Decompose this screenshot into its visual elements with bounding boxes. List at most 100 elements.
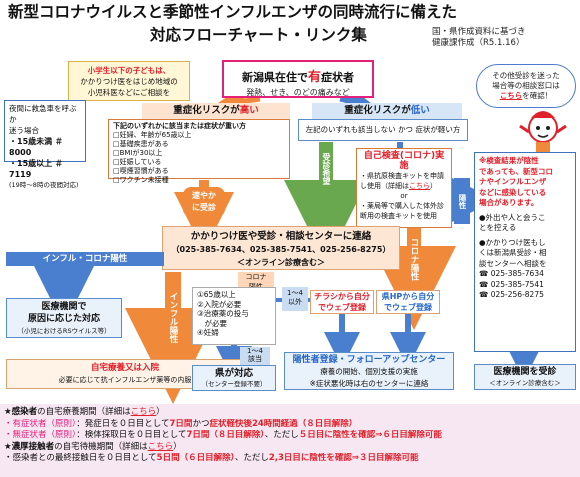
infected-details-link[interactable]: こちら [130, 407, 157, 417]
web-registration-line-2: でウェブ登録 [384, 303, 432, 312]
close-contact-condition: 2,3日目に陰性を確認⇒３日目解除可能 [268, 453, 419, 463]
phone-number: ☎ 025-385-7541 [479, 279, 544, 289]
symptomatic-and: かつ [192, 418, 210, 429]
prefecture-handles-note: （センター登録不要） [201, 380, 267, 388]
covid-positive-vertical-label: コロナ陽性 [409, 237, 419, 281]
flu-covid-positive-bar: インフル・コロナ陽性 [6, 252, 164, 266]
self-test-kit-link[interactable]: こちら [409, 182, 430, 190]
low-risk-header-b: 低い [410, 105, 430, 116]
emergency-hours: (19時～8時の夜間対応) [9, 181, 79, 189]
advice-line-4: くは新潟県受診・相 [479, 248, 547, 257]
not-applicable-line-2: 以外 [288, 298, 302, 306]
self-test-or: or [400, 192, 408, 200]
phone-number: ☎ 025-256-8275 [479, 290, 544, 299]
follow-up-line-1: 療養の開始、個別支援の実施 [320, 367, 418, 376]
follow-up-center-box: 陽性者登録・フォローアップセンター 療養の開始、個別支援の実施 ※症状悪化時は右… [284, 352, 454, 390]
isolation-period-section: ★感染者の自宅療養期間（詳細はこちら） ・有症状者（原則）：発症日を０日目として… [0, 404, 580, 477]
credit-line-2: 健康課作成（R5.1.16） [432, 38, 525, 48]
close-contact-text: の自宅待機期間（詳細は [54, 441, 148, 452]
close-contact-however: 、ただし [234, 453, 269, 463]
credit-line-1: 国・県作成資料に基づき [432, 27, 526, 37]
high-risk-item: □ワクチン未接種 [113, 176, 169, 184]
applicable-line-2: 該当 [248, 355, 262, 363]
close-contact-rule-text: ・感染者との最終接触日を０日目として [4, 453, 157, 463]
follow-up-heading: 陽性者登録・フォローアップセンター [292, 355, 446, 365]
asymptomatic-text: ：検体採取日を０日目として [76, 430, 187, 440]
close-contact-rule: ・感染者との最終接触日を０日目として5日間（６日目解除）、ただし2,3日目に陰性… [4, 453, 576, 465]
self-test-line-4: ・薬局等で購入した体外診 [360, 202, 444, 210]
priority-conditions-list: ①65歳以上 ②入院が必要 ③治療薬の投与 が必要 ④妊婦 [192, 287, 276, 345]
consult-phones: （025-385-7634、025-385-7541、025-256-8275） [171, 245, 391, 254]
infected-period-close: ） [156, 407, 165, 417]
advice-line-2: とを控える [479, 223, 517, 232]
visit-promptly-line-2: に受診 [192, 203, 216, 212]
self-test-line-2: し使用（詳細はこちら） [360, 181, 448, 191]
self-test-line-2-a: し使用（詳細は [360, 182, 409, 190]
children-note-line-3: 小児科医などにご相談を [87, 88, 171, 97]
self-test-heading: 自己検査(コロナ)実施 [363, 151, 445, 171]
emergency-over15: ・15歳以上 ＃7119 [9, 159, 63, 179]
applicable-tag: 1～4 該当 [240, 347, 270, 365]
children-note-line-1: 小学生以下の子どもは、 [87, 66, 171, 75]
start-box-heading-c: 症状者 [321, 71, 354, 84]
visit-promptly-line-1: 速やか [192, 191, 216, 200]
infected-period-heading: ★感染者の自宅療養期間（詳細はこちら） [4, 407, 576, 419]
asymptomatic-days: 7日間（８日目解除） [186, 430, 265, 440]
symptomatic-start-box: 新潟県在住で有症状者 発熱、せき、のどの痛みなど [222, 60, 374, 98]
high-risk-header-a: 重症化リスクが [173, 105, 240, 116]
flyer-registration-line-2: でウェブ登録 [318, 303, 366, 312]
low-risk-criteria: 左記のいずれも該当しない かつ 症状が軽い方 [298, 119, 468, 141]
low-risk-header-a: 重症化リスクが [344, 105, 411, 116]
negative-warning-1: ※検査結果が陰性 [479, 156, 539, 165]
asymptomatic-condition: ５日目に陰性を確認⇒６日目解除可能 [298, 430, 442, 440]
negative-warning-4: などに感染している [479, 187, 547, 197]
visit-wish-label: 受診希望 [322, 153, 331, 185]
advice-line-5: 談センターへ相談を [479, 258, 547, 268]
start-box-heading-a: 新潟県在住で [241, 71, 308, 84]
condition-item: ①65歳以上 [197, 290, 236, 299]
bubble-line-2: 場合等の相談窓口は [492, 81, 560, 90]
medical-institution-line-1: 医療機関で [41, 302, 87, 312]
high-risk-item: □喫煙習慣がある [113, 167, 169, 175]
negative-warning-3: ナやインフルエンザ [479, 177, 547, 186]
negative-label: 陽性 [454, 178, 470, 224]
home-care-note: 必要に応じて抗インフルエンザ薬等の内服 [58, 376, 192, 384]
prefecture-handles-box: 県が対応 （センター登録不要） [192, 365, 276, 391]
medical-institution-note: （小児におけるRSウイルス等） [17, 327, 111, 335]
symptomatic-label: ・有症状者（原則） [4, 418, 77, 429]
self-test-line-1: ・県抗原検査キットを申請 [360, 172, 444, 180]
start-box-heading-b: 有 [307, 70, 321, 85]
high-risk-item: □妊婦、年齢が65歳以上 [113, 131, 192, 139]
high-risk-item: □基礎疾患がある [113, 140, 169, 148]
negative-result-panel: ※検査結果が陰性 であっても、新型コロ ナやインフルエンザ などに感染している … [474, 152, 576, 352]
close-contact-details-link[interactable]: こちら [147, 441, 174, 452]
children-note: 小学生以下の子どもは、 かかりつけ医をはじめ地域の 小児科医などにご相談を [68, 61, 190, 101]
not-applicable-line-1: 1～4 [287, 289, 303, 297]
not-applicable-tag: 1～4 以外 [282, 287, 308, 311]
visit-promptly-label: 速やか に受診 [183, 187, 225, 217]
visit-medical-note: ＜オンライン診療含む＞ [489, 379, 561, 387]
infected-period-text: の自宅療養期間（詳細は [37, 407, 131, 417]
consult-online: ＜オンライン診療含む＞ [237, 258, 325, 267]
infected-label: ★感染者 [4, 407, 38, 417]
condition-item: ④妊婦 [197, 328, 219, 337]
emergency-line-1: 夜間に救急車を呼ぶか [9, 104, 77, 124]
home-care-heading: 自宅療養又は入院 [90, 363, 159, 373]
medical-institution-box: 医療機関で 原因に応じた対応 （小児におけるRSウイルス等） [6, 298, 122, 338]
web-registration-box: 県HPから自分 でウェブ登録 [376, 290, 440, 314]
close-contact-close: ） [173, 441, 182, 452]
medical-institution-line-2: 原因に応じた対応 [27, 314, 100, 324]
credit-note: 国・県作成資料に基づき 健康課作成（R5.1.16） [432, 27, 526, 49]
condition-item: ②入院が必要 [197, 299, 242, 309]
prefecture-handles-heading: 県が対応 [214, 368, 253, 379]
consult-window-link[interactable]: こちら [499, 91, 523, 100]
emergency-under15: ・15歳未満 ＃8000 [9, 137, 63, 157]
high-risk-lead: 下記のいずれかに該当または症状が重い方 [113, 122, 246, 130]
close-contact-label: ★濃厚接触者 [4, 441, 55, 452]
negative-warning-5: 場合があります。 [479, 198, 539, 207]
high-risk-header: 重症化リスクが高い [142, 103, 290, 119]
phone-number: ☎ 025-385-7634 [479, 269, 544, 278]
page-title: 新型コロナウイルスと季節性インフルエンザの同時流行に備えた [8, 3, 458, 21]
bubble-line-3-suffix: を確認！ [522, 91, 553, 100]
visit-medical-box: 医療機関を受診 ＜オンライン診療含む＞ [474, 364, 576, 390]
